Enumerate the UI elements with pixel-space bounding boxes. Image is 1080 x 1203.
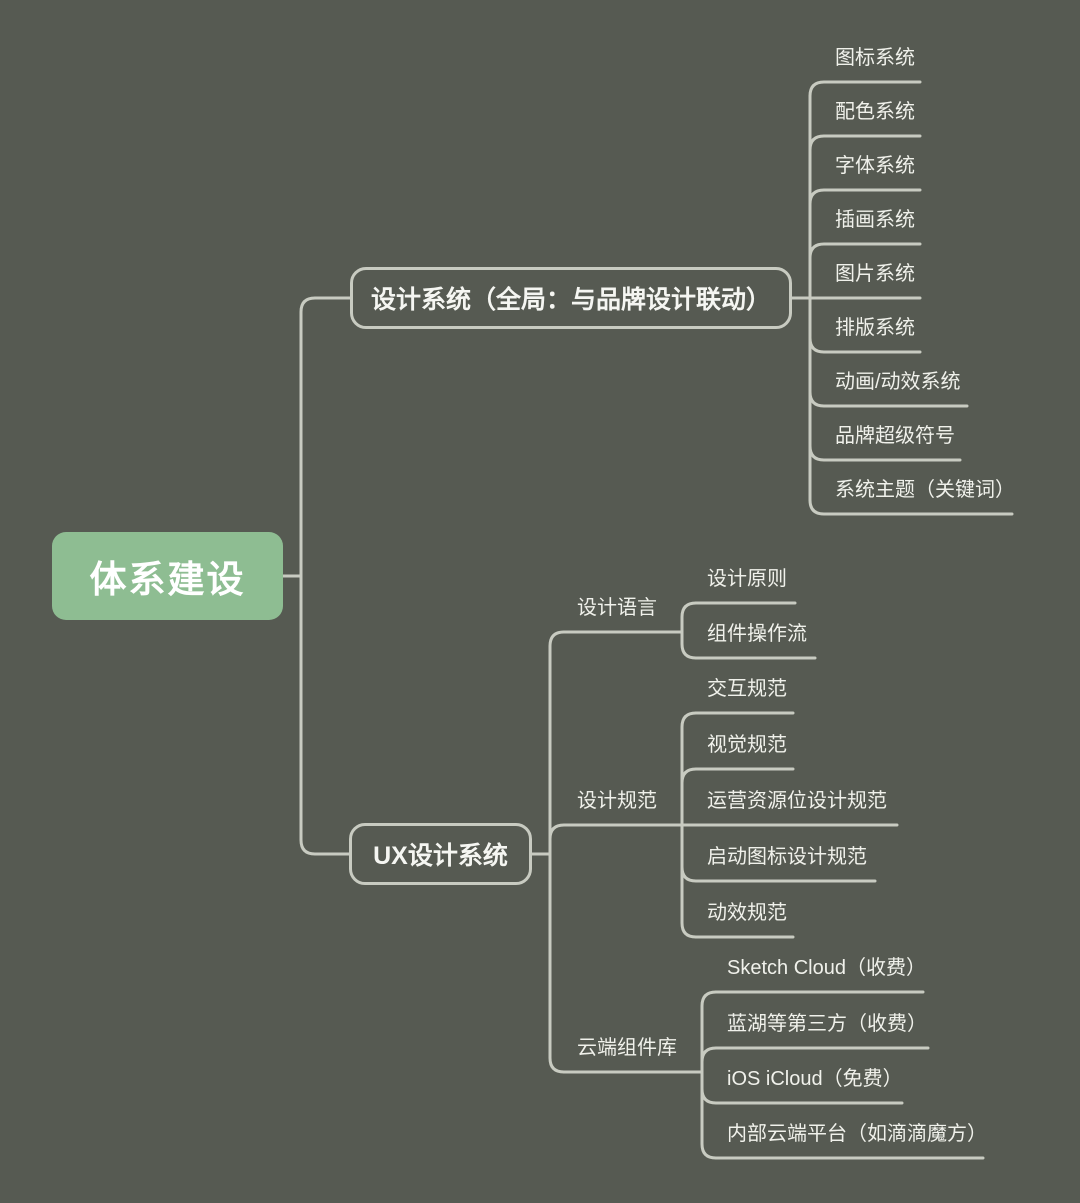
topic-color-system[interactable]: 配色系统 <box>835 101 915 123</box>
root-node-label: 体系建设 <box>89 559 246 600</box>
underline-typography-system <box>808 336 922 354</box>
topic-lanhu-third-party[interactable]: 蓝湖等第三方（收费） <box>727 1013 927 1035</box>
topic-design-language[interactable]: 设计语言 <box>577 597 657 619</box>
design-language-trunk <box>680 601 698 660</box>
topic-sketch-cloud[interactable]: Sketch Cloud（收费） <box>727 957 926 979</box>
topic-design-principles[interactable]: 设计原则 <box>707 568 787 590</box>
cloud-library-trunk <box>700 990 718 1160</box>
topic-ios-icloud[interactable]: iOS iCloud（免费） <box>727 1068 903 1090</box>
ux-trunk <box>548 630 566 1074</box>
topic-app-icon-spec[interactable]: 启动图标设计规范 <box>707 846 867 868</box>
topic-font-system[interactable]: 字体系统 <box>835 155 915 177</box>
node-ux-label: UX设计系统 <box>373 842 508 870</box>
underline-icon-system <box>808 80 922 98</box>
topic-motion-spec[interactable]: 动效规范 <box>707 902 787 924</box>
node-design-system-label: 设计系统（全局：与品牌设计联动） <box>370 286 771 314</box>
underline-font-system <box>808 188 922 206</box>
topic-design-spec[interactable]: 设计规范 <box>577 790 657 812</box>
topic-animation-system[interactable]: 动画/动效系统 <box>835 371 961 393</box>
underline-ios-icloud <box>700 1087 904 1105</box>
topic-icon-system[interactable]: 图标系统 <box>835 47 915 69</box>
root-node[interactable]: 体系建设 <box>52 532 283 620</box>
topic-cloud-library[interactable]: 云端组件库 <box>577 1037 677 1059</box>
main-trunk <box>299 296 352 856</box>
underline-brand-symbol <box>808 444 962 462</box>
topic-interaction-spec[interactable]: 交互规范 <box>707 678 787 700</box>
topic-illustration-system[interactable]: 插画系统 <box>835 209 915 231</box>
topic-internal-cloud-platform[interactable]: 内部云端平台（如滴滴魔方） <box>727 1123 987 1145</box>
topic-typography-system[interactable]: 排版系统 <box>835 317 915 339</box>
topic-system-theme[interactable]: 系统主题（关键词） <box>835 479 1015 501</box>
underline-animation-system <box>808 390 969 408</box>
topic-operation-resource-spec[interactable]: 运营资源位设计规范 <box>707 790 887 812</box>
topic-brand-symbol[interactable]: 品牌超级符号 <box>835 425 955 447</box>
design-spec-trunk <box>680 711 698 939</box>
underline-color-system <box>808 134 922 152</box>
node-design-system[interactable]: 设计系统（全局：与品牌设计联动） <box>350 267 792 329</box>
node-ux-design-system[interactable]: UX设计系统 <box>349 823 532 885</box>
underline-system-theme <box>808 498 1014 516</box>
underline-illustration-system <box>808 242 922 260</box>
topic-image-system[interactable]: 图片系统 <box>835 263 915 285</box>
underline-visual-spec <box>680 767 795 785</box>
topic-visual-spec[interactable]: 视觉规范 <box>707 734 787 756</box>
topic-component-flow[interactable]: 组件操作流 <box>707 623 807 645</box>
underline-design-spec <box>548 823 899 841</box>
underline-app-icon-spec <box>680 865 877 883</box>
underline-lanhu-third-party <box>700 1046 930 1064</box>
